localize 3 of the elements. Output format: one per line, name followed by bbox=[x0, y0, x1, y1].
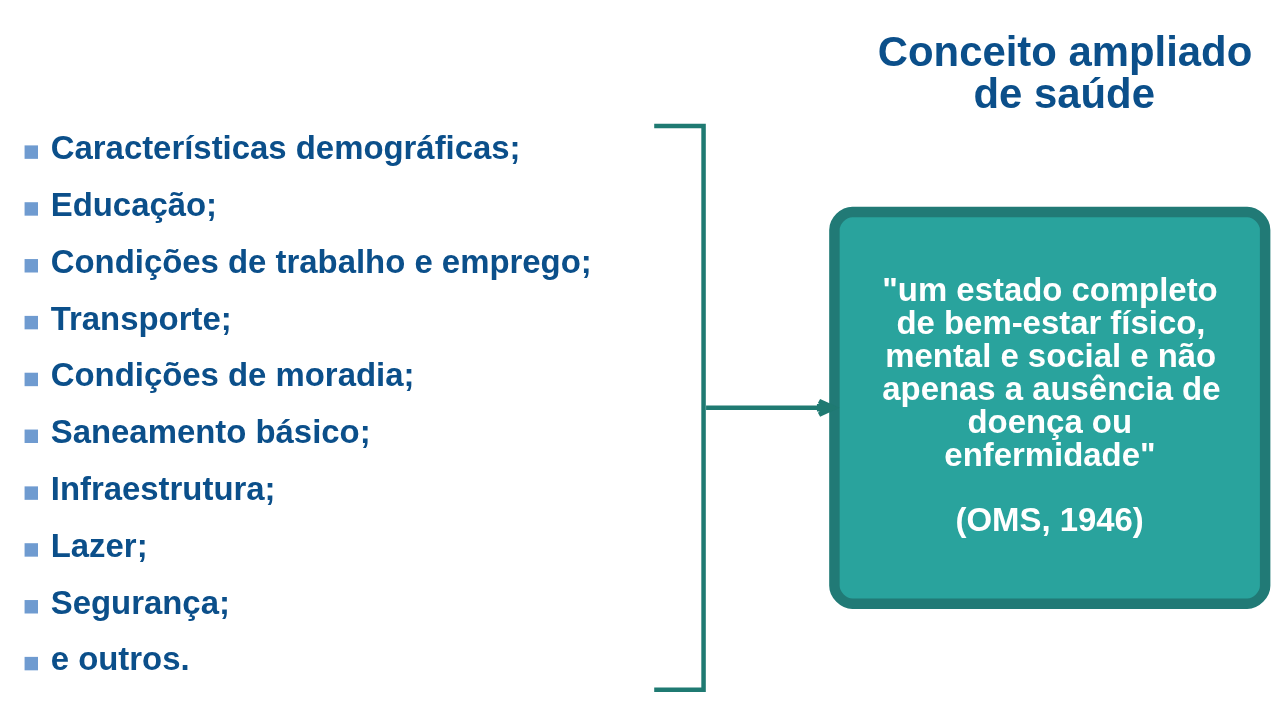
diagram-title: Conceito ampliado de saúde bbox=[877, 27, 1253, 117]
node-text: Características demográficas; Educação; Condições de trabalho e emprego; Transporte; Condições de moradia; Saneamento básico; Infraestrutura; Lazer; Segurança; e outros. bbox=[50, 128, 592, 678]
node-box: "um estado completo de bem-estar físico, mental e social e não apenas a ausência de doença ou enfermidade" (OMS, 1946) bbox=[829, 206, 1271, 609]
